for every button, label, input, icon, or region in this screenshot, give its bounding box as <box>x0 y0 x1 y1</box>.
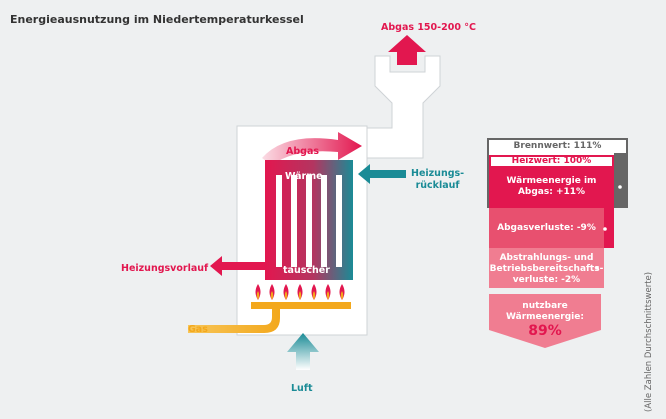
ruecklauf-label-line1: Heizungs- <box>411 168 465 179</box>
abstrahlung-text: Abstrahlungs- und Betriebsbereitschafts-… <box>489 253 604 286</box>
waermeenergie-text: Wärmeenergie im Abgas: +11% <box>489 176 614 198</box>
gas-label: Gas <box>188 324 208 335</box>
tauscher-label: tauscher <box>283 265 330 276</box>
heizwert-text: Heizwert: 100% <box>511 156 592 166</box>
luft-label: Luft <box>291 383 313 394</box>
vorlauf-label: Heizungsvorlauf <box>121 263 209 274</box>
abgas-in-label: Abgas <box>286 146 320 157</box>
nutzbar-line1: nutzbare <box>522 301 568 311</box>
page-title: Energieausnutzung im Niedertemperaturkes… <box>10 13 304 26</box>
waermeenergie-line1: Wärmeenergie im <box>506 176 597 186</box>
supply-flow-arrow-icon <box>210 256 265 276</box>
nutzbar-text: nutzbare Wärmeenergie: 89% <box>489 301 601 340</box>
ruecklauf-label: Heizungs- rücklauf <box>411 168 464 192</box>
nutzbar-line2: Wärmeenergie: <box>506 312 584 322</box>
air-inlet-arrow-icon <box>287 333 319 370</box>
chimney <box>354 55 441 159</box>
box-nutzbar <box>489 294 601 348</box>
abstrahlung-line3: verluste: -2% <box>512 275 581 285</box>
waerme-label: Wärme- <box>285 171 327 182</box>
waermeenergie-line2: Abgas: +11% <box>517 187 586 197</box>
burner-bar <box>251 302 351 309</box>
abstrahlung-line1: Abstrahlungs- und <box>499 253 594 263</box>
abgas-out-label: Abgas 150-200 °C <box>381 22 476 33</box>
footnote: (Alle Zahlen Durchschnittswerte) <box>644 271 654 412</box>
exhaust-flow-arrow-icon <box>262 132 362 165</box>
box-abstrahlung <box>489 248 604 288</box>
nutzbar-value: 89% <box>528 323 562 339</box>
abstrahlung-line2: Betriebsbereitschafts- <box>489 264 604 274</box>
abgasverluste-text: Abgasverluste: -9% <box>497 223 596 233</box>
heat-exchanger <box>265 160 353 280</box>
gas-pipe <box>188 309 280 333</box>
brennwert-text: Brennwert: 111% <box>513 141 602 151</box>
exhaust-out-arrow-icon <box>388 35 426 65</box>
box-waermeenergie <box>489 168 614 208</box>
burner-flames-icon <box>255 284 345 300</box>
ruecklauf-label-line2: rücklauf <box>415 180 460 191</box>
energy-balance <box>487 138 628 348</box>
return-flow-arrow-icon <box>358 164 406 184</box>
